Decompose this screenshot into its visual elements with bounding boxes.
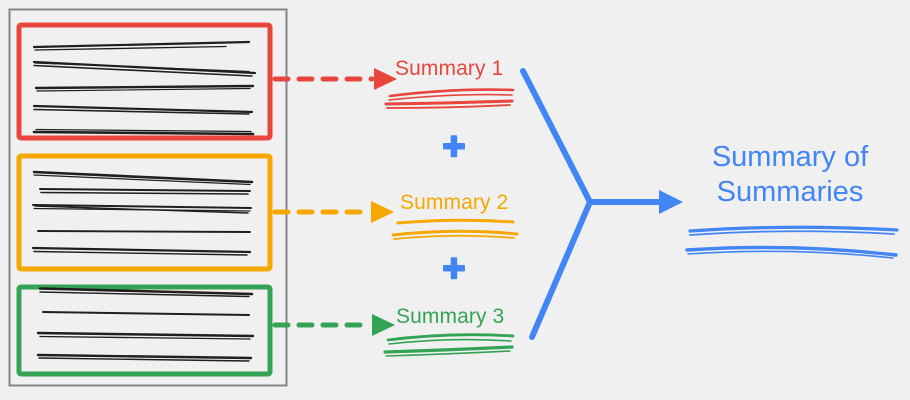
plus-operator-1 xyxy=(443,135,465,158)
green-document-group[interactable] xyxy=(16,284,273,377)
green-group-sketch-lines xyxy=(36,287,255,362)
red-group-sketch-lines xyxy=(32,40,257,136)
yellow-document-group[interactable] xyxy=(16,153,273,272)
document-stack-container xyxy=(8,8,288,387)
summary-2-squiggles xyxy=(391,218,519,240)
merge-connector xyxy=(520,68,683,340)
plus-operator-2 xyxy=(443,257,465,280)
dashed-arrow-green xyxy=(272,314,395,336)
dashed-arrow-yellow xyxy=(272,201,394,223)
summary-3-squiggles xyxy=(383,333,515,357)
summary-1-squiggles xyxy=(384,88,515,109)
final-summary-squiggles xyxy=(685,225,899,259)
red-document-group[interactable] xyxy=(16,22,273,141)
yellow-group-sketch-lines xyxy=(31,170,254,256)
dashed-arrow-red xyxy=(272,68,397,90)
